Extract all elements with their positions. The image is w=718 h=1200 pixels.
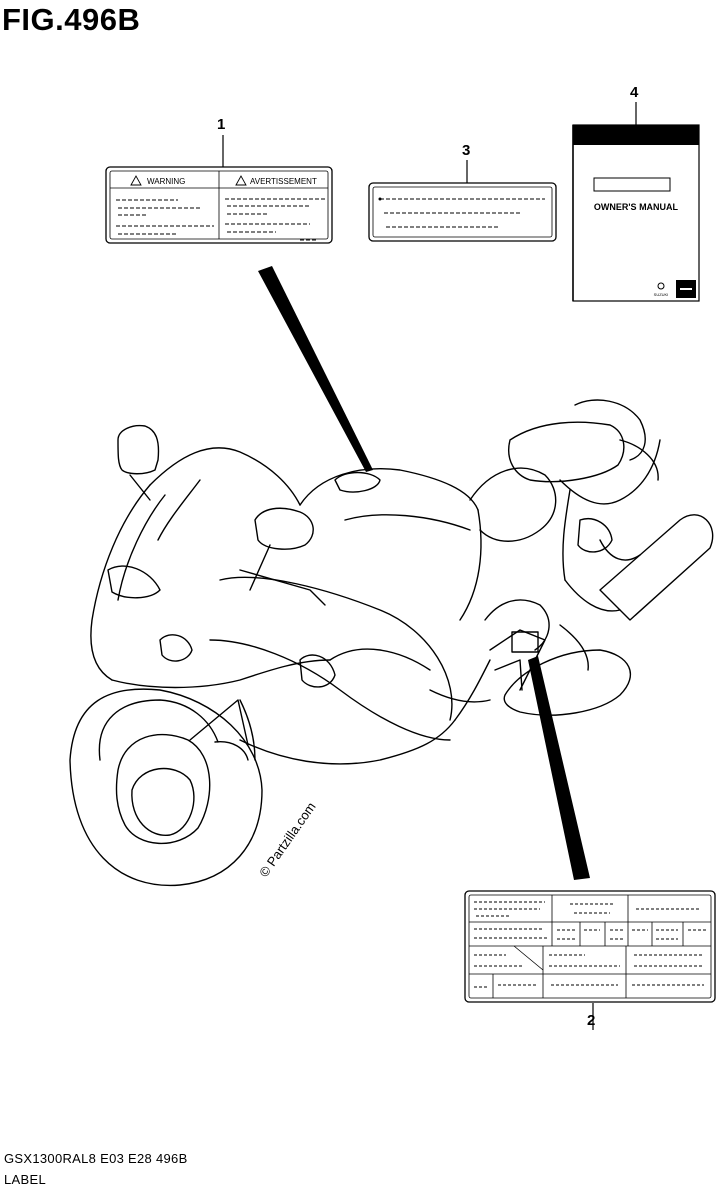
callout-number-3: 3 (462, 142, 471, 159)
mirror (117, 424, 160, 475)
front-wheel-hub (115, 733, 211, 845)
footer-model-code: GSX1300RAL8 E03 E28 496B (4, 1151, 188, 1166)
warning-triangle-icon (235, 175, 247, 186)
warning-label: WARNING AVERTISSEMENT (105, 166, 333, 244)
rear-seat (508, 421, 625, 483)
leader-lines (222, 102, 637, 1030)
callout-number-2: 2 (587, 1012, 596, 1029)
manual-title: OWNER'S MANUAL (594, 202, 679, 212)
manual-brand: SUZUKI (654, 292, 669, 297)
suzuki-logo-icon (657, 282, 665, 290)
front-wheel (69, 688, 263, 887)
warning-triangle-icon (130, 175, 142, 186)
motorcycle-outline (69, 399, 714, 887)
footer-label: LABEL (4, 1172, 46, 1187)
rear-wheel (503, 649, 631, 716)
frame-label-plate (511, 631, 539, 653)
windscreen (149, 447, 301, 506)
handlebar-grip (254, 507, 314, 550)
info-label (368, 182, 557, 242)
owners-manual: OWNER'S MANUAL SUZUKI (572, 124, 700, 302)
pointer-to-frame (528, 656, 590, 880)
avertissement-heading: AVERTISSEMENT (250, 177, 317, 186)
callout-number-1: 1 (217, 116, 226, 133)
front-seat (469, 467, 557, 542)
figure-title: FIG.496B (2, 2, 141, 37)
fuel-tank (299, 468, 479, 511)
warning-heading: WARNING (147, 177, 185, 186)
spec-label (464, 890, 716, 1003)
callout-number-4: 4 (630, 84, 639, 101)
watermark: © Partzilla.com (256, 799, 319, 879)
pointer-to-tank (258, 266, 373, 472)
exhaust-muffler (599, 514, 714, 621)
